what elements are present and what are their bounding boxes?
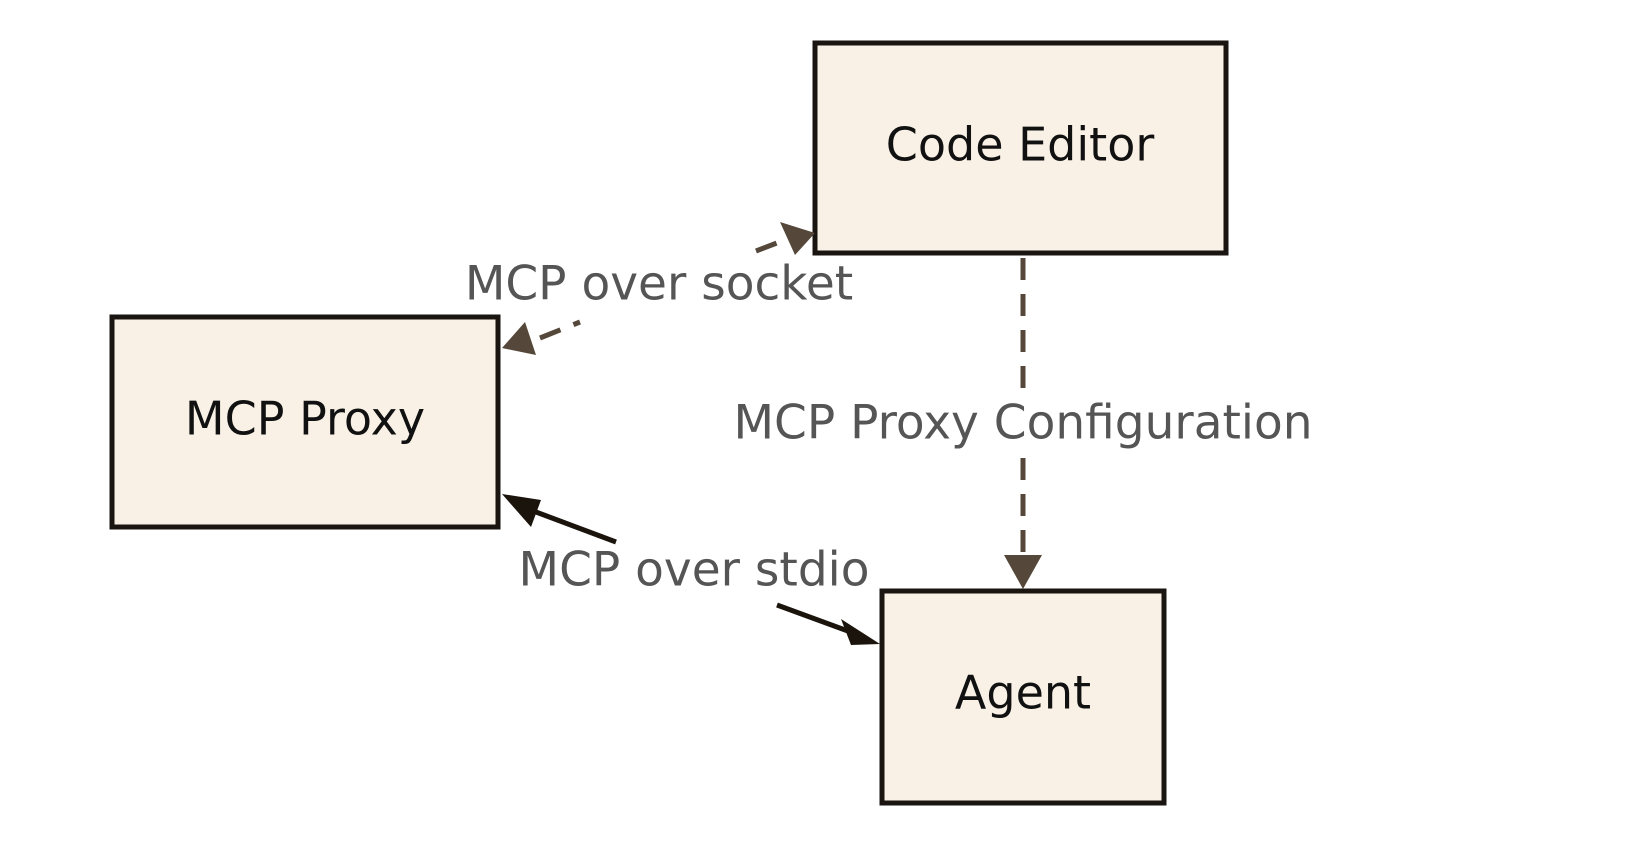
edge-mcp-over-socket: MCP over socket: [465, 222, 853, 355]
edge-stdio-label: MCP over stdio: [519, 543, 870, 598]
node-code-editor[interactable]: Code Editor: [812, 40, 1229, 256]
edge-configuration-label: MCP Proxy Configuration: [733, 396, 1312, 451]
edge-socket-label: MCP over socket: [465, 257, 853, 312]
edge-stdio-arrowhead-agent: [841, 619, 880, 645]
node-mcp-proxy[interactable]: MCP Proxy: [109, 314, 501, 530]
node-agent[interactable]: Agent: [879, 588, 1167, 806]
node-agent-box: [879, 588, 1167, 806]
edge-configuration-arrowhead: [1004, 555, 1042, 589]
node-code-editor-box: [812, 40, 1229, 256]
edge-stdio-segment-lower: [776, 602, 857, 637]
edge-mcp-proxy-configuration: MCP Proxy Configuration: [733, 258, 1313, 589]
edge-socket-arrowhead-proxy: [502, 322, 536, 355]
node-agent-label: Agent: [955, 666, 1091, 720]
edge-socket-segment-lower: [539, 319, 581, 341]
node-mcp-proxy-box: [109, 314, 501, 530]
edge-socket-arrowhead-editor: [780, 222, 815, 255]
edge-socket-segment-upper: [755, 235, 791, 254]
node-code-editor-label: Code Editor: [886, 118, 1155, 172]
node-mcp-proxy-label: MCP Proxy: [185, 392, 425, 446]
edge-stdio-arrowhead-proxy: [502, 494, 541, 527]
edge-mcp-over-stdio: MCP over stdio: [502, 494, 880, 645]
